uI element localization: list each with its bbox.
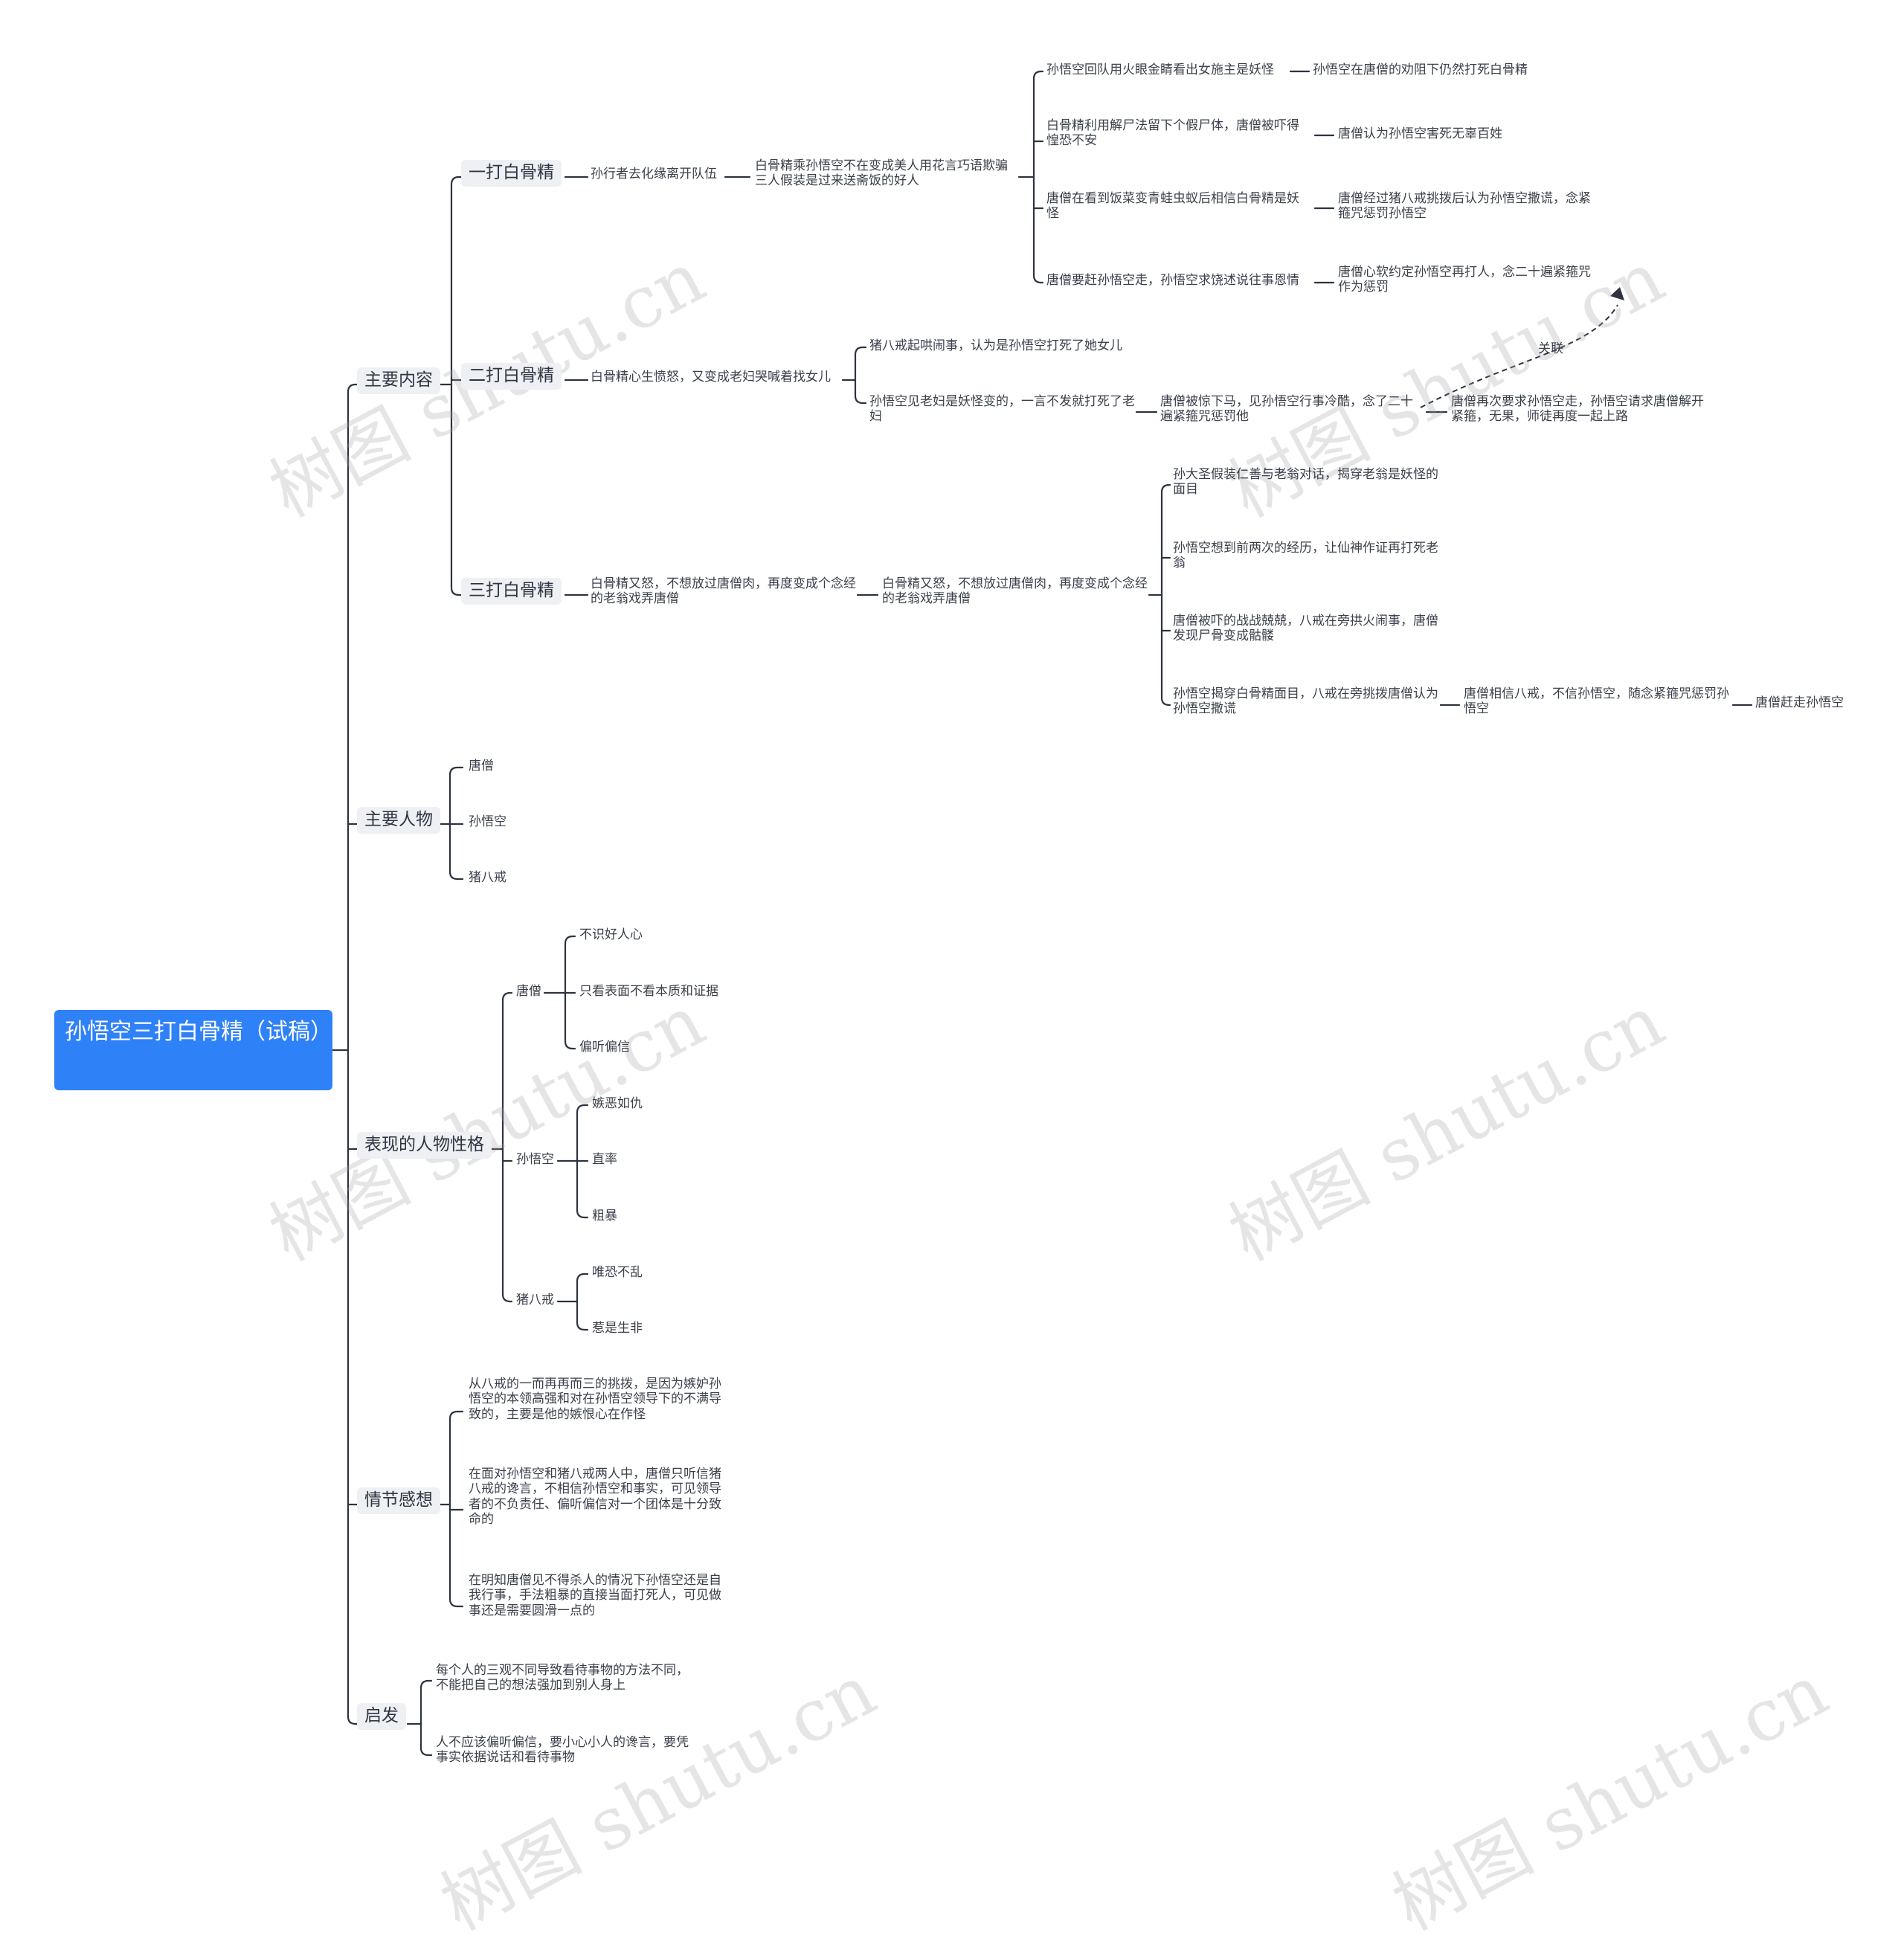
topic-reflection[interactable]: 情节感想 bbox=[357, 1487, 440, 1514]
topic-third-fight[interactable]: 三打白骨精 bbox=[461, 578, 562, 605]
relation-arrowhead bbox=[1610, 287, 1624, 300]
connector-line bbox=[448, 1410, 464, 1420]
first-branch-1-next[interactable]: 孙悟空在唐僧的劝阻下仍然打死白骨精 bbox=[1313, 62, 1528, 77]
topic-characters[interactable]: 主要人物 bbox=[357, 807, 440, 834]
first-branch-4-next[interactable]: 唐僧心软约定孙悟空再打人，念二十遍紧箍咒作为惩罚 bbox=[1338, 265, 1591, 295]
connector-line bbox=[419, 1679, 433, 1690]
connector-line bbox=[347, 1715, 358, 1725]
trait-item[interactable]: 偏听偏信 bbox=[579, 1040, 630, 1055]
connector-line bbox=[450, 586, 463, 596]
connector-canvas bbox=[331, 70, 1753, 1757]
third-branch-1[interactable]: 孙大圣假装仁善与老翁对话，揭穿老翁是妖怪的面目 bbox=[1173, 467, 1438, 498]
second-branch-b[interactable]: 孙悟空见老妇是妖怪变的，一言不发就打死了老妇 bbox=[869, 394, 1135, 425]
relation-label: 关联 bbox=[1538, 341, 1563, 356]
trait-item[interactable]: 嫉恶如仇 bbox=[592, 1096, 643, 1111]
connector-line bbox=[501, 1293, 513, 1303]
first-branch-2-next[interactable]: 唐僧认为孙悟空害死无辜百姓 bbox=[1338, 126, 1502, 141]
connector-line bbox=[501, 991, 513, 1002]
trait-item[interactable]: 只看表面不看本质和证据 bbox=[579, 984, 718, 999]
connector-line bbox=[576, 1272, 589, 1283]
relation-line bbox=[1420, 304, 1618, 408]
second-branch-b-next[interactable]: 唐僧被惊下马，见孙悟空行事冷酷，念了二十遍紧箍咒惩罚他 bbox=[1160, 394, 1413, 425]
connector-line bbox=[576, 1104, 589, 1114]
third-step2[interactable]: 白骨精又怒，不想放过唐僧肉，再度变成个念经的老翁戏弄唐僧 bbox=[882, 576, 1148, 607]
first-branch-1[interactable]: 孙悟空回队用火眼金睛看出女施主是妖怪 bbox=[1046, 62, 1274, 77]
connector-line bbox=[1032, 70, 1044, 80]
trait-item[interactable]: 直率 bbox=[592, 1152, 617, 1167]
connector-line bbox=[564, 935, 576, 945]
connector-line bbox=[576, 1209, 589, 1219]
connector-line bbox=[576, 1321, 589, 1331]
third-branch-4-next2[interactable]: 唐僧赶走孙悟空 bbox=[1755, 695, 1844, 710]
first-branch-3[interactable]: 唐僧在看到饭菜变青蛙虫蚁后相信白骨精是妖怪 bbox=[1046, 191, 1299, 222]
second-branch-b-next2[interactable]: 唐僧再次要求孙悟空走，孙悟空请求唐僧解开紧箍，无果，师徒再度一起上路 bbox=[1451, 394, 1704, 425]
second-branch-a[interactable]: 猪八戒起哄闹事，认为是孙悟空打死了她女儿 bbox=[869, 338, 1122, 353]
third-step1[interactable]: 白骨精又怒，不想放过唐僧肉，再度变成个念经的老翁戏弄唐僧 bbox=[591, 576, 856, 607]
connector-line bbox=[448, 766, 464, 776]
character-item[interactable]: 猪八戒 bbox=[469, 870, 506, 885]
topic-inspiration[interactable]: 启发 bbox=[357, 1703, 406, 1730]
trait-item[interactable]: 唯恐不乱 bbox=[592, 1265, 643, 1280]
personality-person[interactable]: 唐僧 bbox=[516, 984, 541, 999]
connector-line bbox=[448, 870, 464, 881]
reflection-item[interactable]: 在明知唐僧见不得杀人的情况下孙悟空还是自我行事，手法粗暴的直接当面打死人，可见做… bbox=[469, 1573, 721, 1618]
trait-item[interactable]: 粗暴 bbox=[592, 1209, 617, 1223]
first-branch-2[interactable]: 白骨精利用解尸法留下个假尸体，唐僧被吓得惶恐不安 bbox=[1046, 118, 1299, 149]
third-branch-4-next[interactable]: 唐僧相信八戒，不信孙悟空，随念紧箍咒惩罚孙悟空 bbox=[1464, 686, 1729, 717]
inspiration-item[interactable]: 人不应该偏听偏信，要小心小人的谗言，要凭事实依据说话和看待事物 bbox=[436, 1735, 689, 1766]
second-step1[interactable]: 白骨精心生愤怒，又变成老妇哭喊着找女儿 bbox=[591, 370, 831, 384]
third-branch-4[interactable]: 孙悟空揭穿白骨精面目，八戒在旁挑拨唐僧认为孙悟空撒谎 bbox=[1173, 686, 1438, 717]
reflection-item[interactable]: 从八戒的一而再再而三的挑拨，是因为嫉妒孙悟空的本领高强和对在孙悟空领导下的不满导… bbox=[469, 1377, 721, 1422]
connector-line bbox=[1032, 274, 1044, 284]
root-node[interactable]: 孙悟空三打白骨精（试稿） bbox=[54, 1010, 332, 1090]
trait-item[interactable]: 不识好人心 bbox=[579, 927, 643, 942]
character-item[interactable]: 孙悟空 bbox=[469, 814, 506, 829]
topic-second-fight[interactable]: 二打白骨精 bbox=[461, 363, 562, 390]
connector-line bbox=[448, 1597, 464, 1608]
trait-item[interactable]: 惹是生非 bbox=[592, 1321, 643, 1336]
first-step1[interactable]: 孙行者去化缘离开队伍 bbox=[591, 167, 717, 181]
topic-personality[interactable]: 表现的人物性格 bbox=[357, 1132, 492, 1159]
personality-person[interactable]: 猪八戒 bbox=[516, 1293, 554, 1307]
connector-line bbox=[419, 1746, 433, 1757]
third-branch-2[interactable]: 孙悟空想到前两次的经历，让仙神作证再打死老翁 bbox=[1173, 541, 1438, 571]
connector-line bbox=[1160, 696, 1171, 707]
connector-line bbox=[450, 176, 463, 186]
inspiration-item[interactable]: 每个人的三观不同导致看待事物的方法不同，不能把自己的想法强加到别人身上 bbox=[436, 1663, 689, 1693]
connector-line bbox=[854, 346, 867, 356]
connector-line bbox=[347, 383, 358, 393]
connector-line bbox=[564, 1040, 576, 1050]
connector-line bbox=[1160, 483, 1171, 494]
character-item[interactable]: 唐僧 bbox=[469, 759, 494, 773]
connector-line bbox=[854, 394, 867, 405]
first-branch-4[interactable]: 唐僧要赶孙悟空走，孙悟空求饶述说往事恩情 bbox=[1046, 273, 1299, 288]
topic-main-content[interactable]: 主要内容 bbox=[357, 367, 440, 394]
reflection-item[interactable]: 在面对孙悟空和猪八戒两人中，唐僧只听信猪八戒的谗言，不相信孙悟空和事实，可见领导… bbox=[469, 1467, 721, 1528]
personality-person[interactable]: 孙悟空 bbox=[516, 1152, 554, 1167]
third-branch-3[interactable]: 唐僧被吓的战战兢兢，八戒在旁拱火闹事，唐僧发现尸骨变成骷髅 bbox=[1173, 614, 1438, 644]
first-branch-3-next[interactable]: 唐僧经过猪八戒挑拨后认为孙悟空撒谎，念紧箍咒惩罚孙悟空 bbox=[1338, 191, 1591, 222]
first-step2[interactable]: 白骨精乘孙悟空不在变成美人用花言巧语欺骗三人假装是过来送斋饭的好人 bbox=[755, 158, 1008, 189]
topic-first-fight[interactable]: 一打白骨精 bbox=[461, 160, 562, 187]
